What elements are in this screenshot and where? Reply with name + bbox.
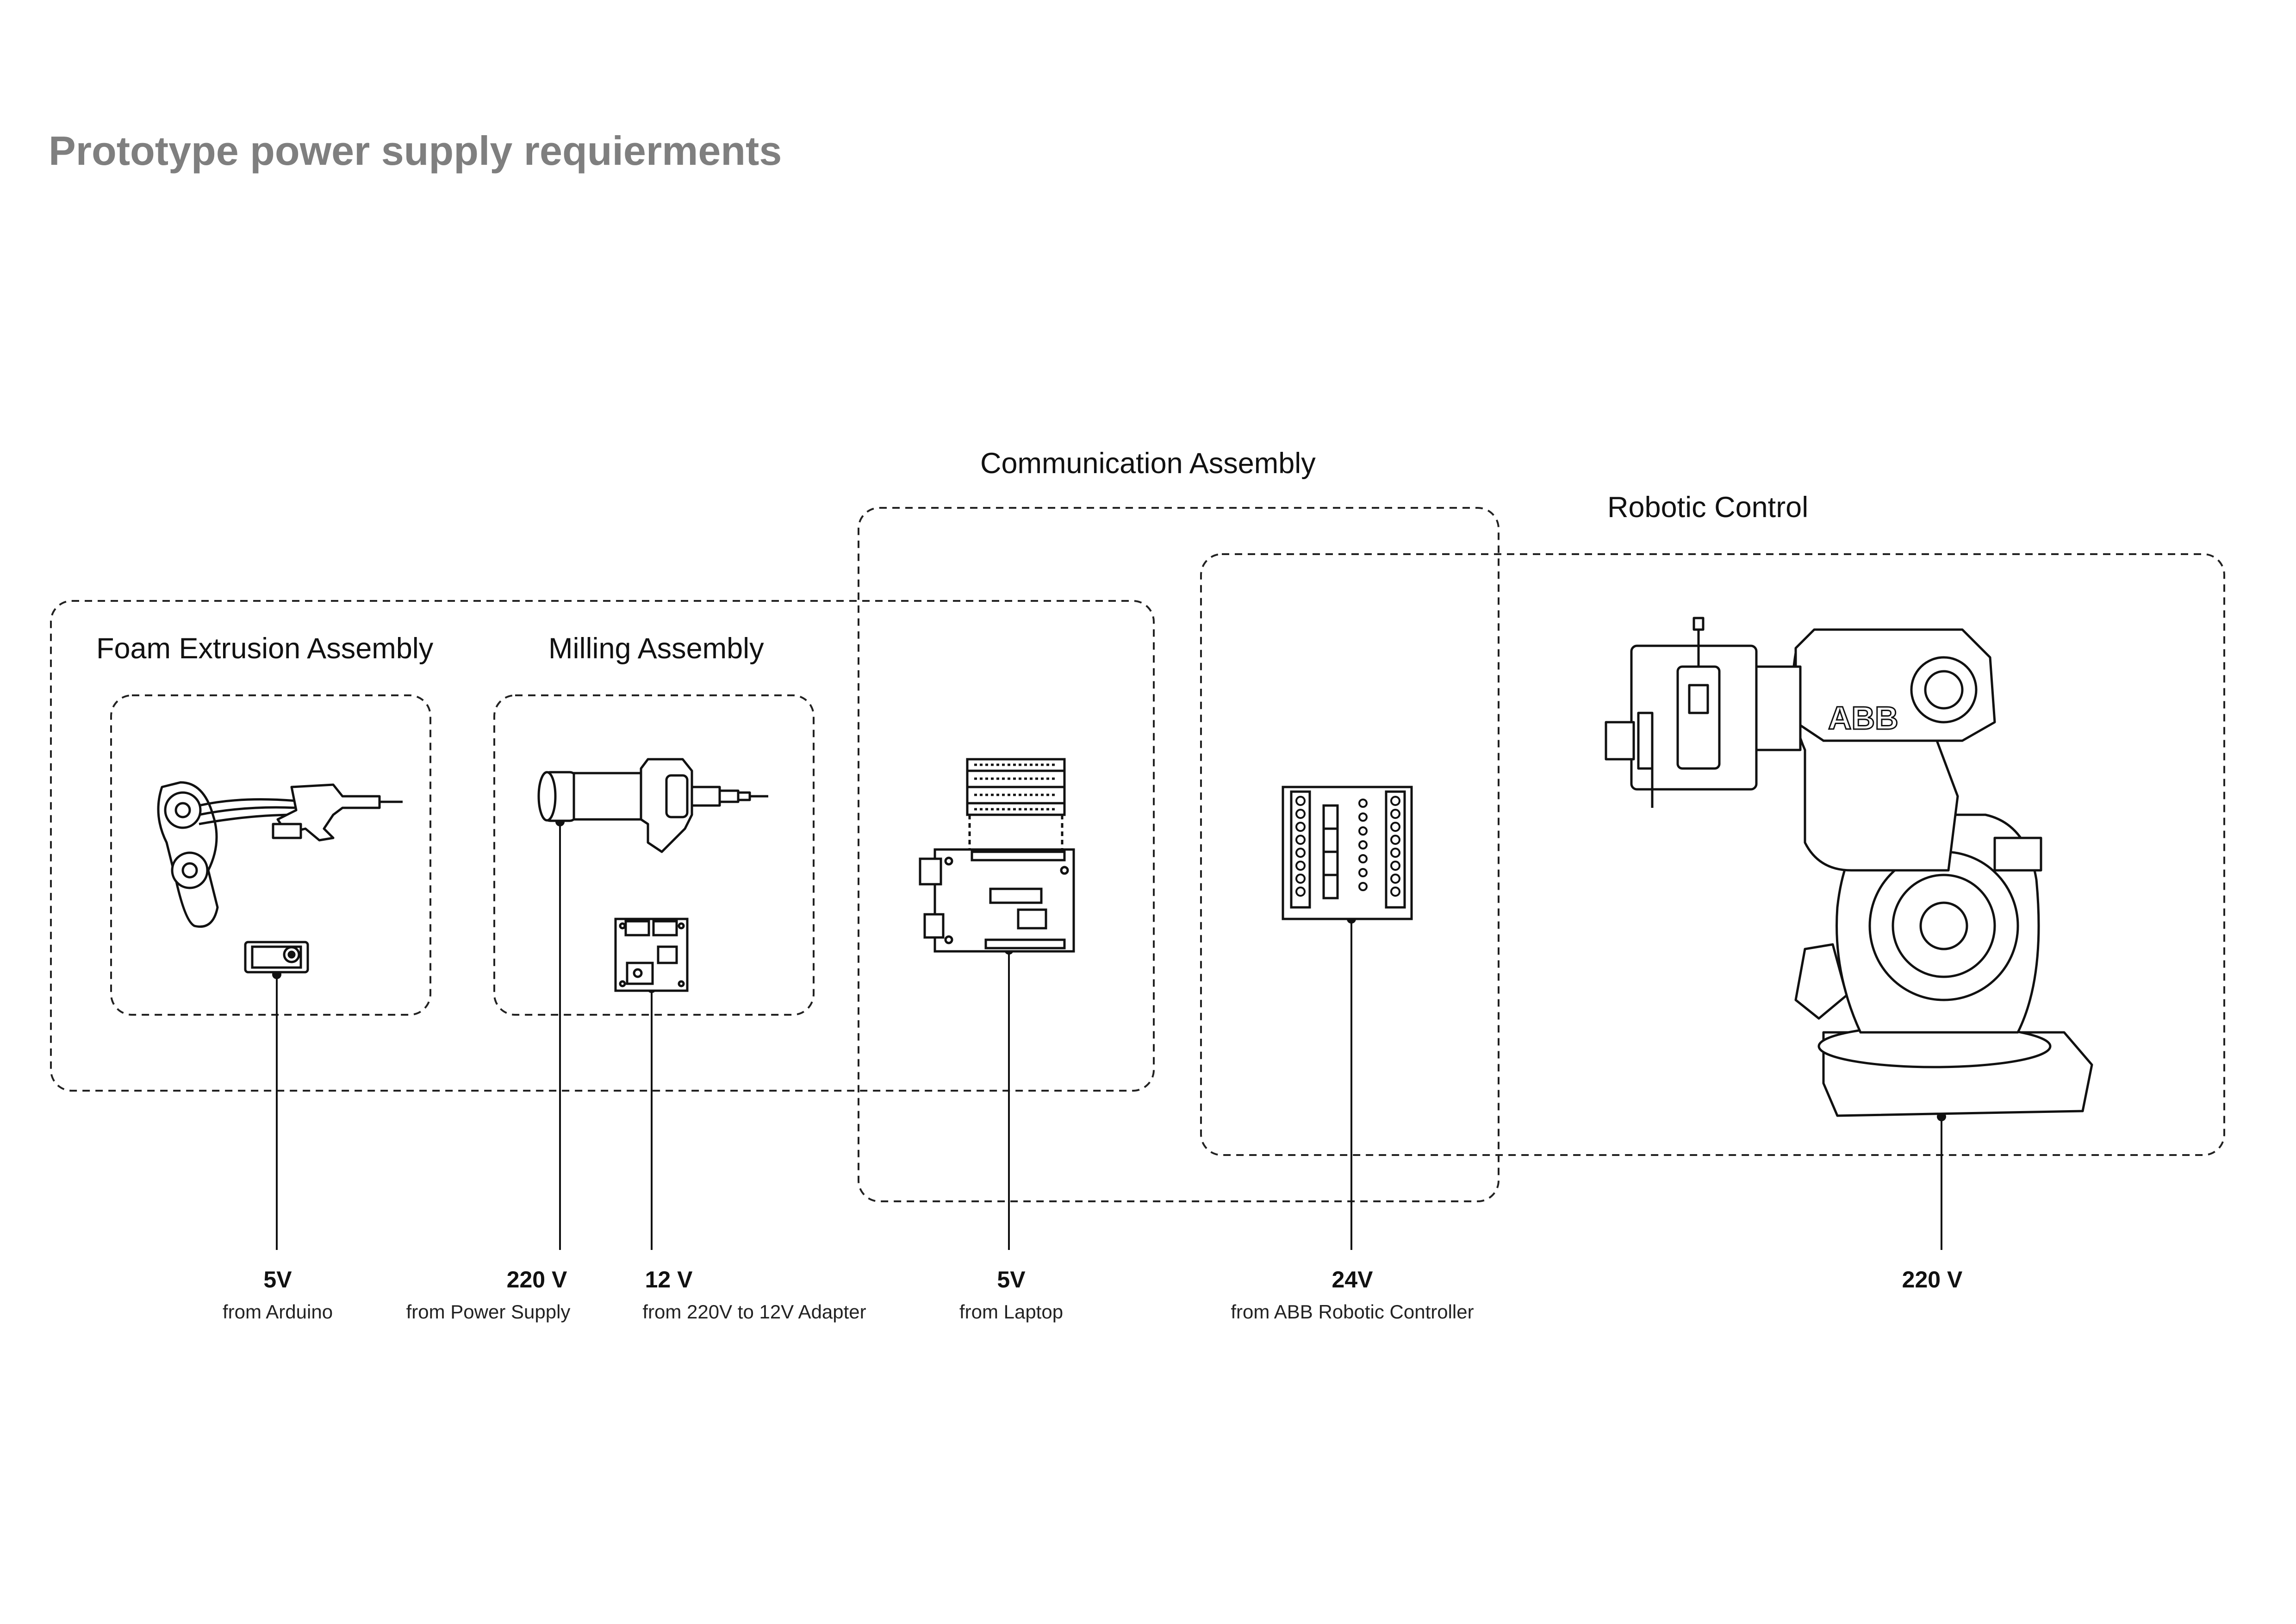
milling-boundary: [493, 694, 815, 1016]
voltage-adapter: 12 V: [645, 1267, 693, 1293]
milling-assembly-label: Milling Assembly: [548, 632, 764, 665]
foam-extrusion-assembly-label: Foam Extrusion Assembly: [96, 632, 434, 665]
voltage-arduino: 5V: [997, 1267, 1026, 1293]
communication-assembly-boundary: [858, 507, 1500, 1202]
abb-logo-text: ABB: [1828, 700, 1898, 736]
breadboard-illustration: [966, 758, 1066, 816]
source-terminal-board: from ABB Robotic Controller: [1231, 1301, 1474, 1323]
terminal-board-illustration: [1282, 786, 1413, 920]
voltage-servo: 5V: [263, 1267, 292, 1293]
communication-assembly-label: Communication Assembly: [980, 447, 1316, 480]
voltage-terminal-board: 24V: [1332, 1267, 1373, 1293]
page-title: Prototype power supply requierments: [49, 128, 782, 174]
voltage-adapter-illustration: [614, 918, 689, 992]
source-servo: from Arduino: [222, 1301, 333, 1323]
source-spindle: from Power Supply: [406, 1301, 571, 1323]
arduino-illustration: [919, 815, 1075, 953]
foam-extrusion-boundary: [110, 694, 431, 1016]
source-arduino: from Laptop: [959, 1301, 1064, 1323]
robotic-control-label: Robotic Control: [1607, 491, 1809, 524]
source-adapter: from 220V to 12V Adapter: [642, 1301, 866, 1323]
milling-spindle-illustration: [537, 758, 768, 853]
servo-motor-illustration: [244, 941, 309, 974]
voltage-robot: 220 V: [1902, 1267, 1963, 1293]
voltage-spindle: 220 V: [506, 1267, 567, 1293]
main-assembly-boundary: [50, 600, 1155, 1092]
foam-extruder-illustration: [157, 781, 403, 928]
abb-robot-arm-illustration: [1605, 617, 2093, 1117]
